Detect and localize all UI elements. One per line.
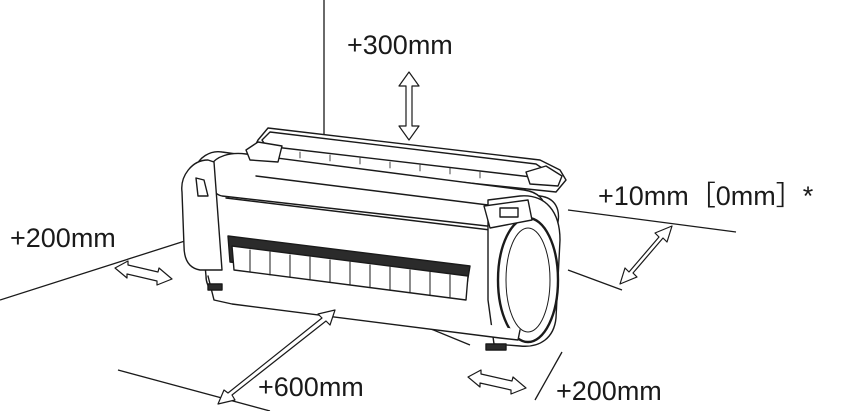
printer-right-round-panel	[496, 216, 560, 344]
printer-roll-holder-right	[525, 165, 563, 187]
arrow-left-icon	[114, 260, 173, 286]
printer-foot-left	[207, 283, 223, 291]
wall-line-right-lower	[567, 269, 623, 291]
printer-right-round-panel-inner	[505, 227, 551, 333]
printer-display	[499, 207, 519, 218]
printer-lower-body	[207, 275, 521, 341]
clearance-label-rear: +200mm	[556, 376, 662, 406]
clearance-label-top: +300mm	[347, 30, 453, 60]
floor-line-front	[117, 369, 271, 412]
printer-scale-marks	[299, 151, 481, 179]
dimension-arrows	[114, 71, 673, 405]
arrow-rear-icon	[467, 369, 527, 395]
printer-foot-right	[485, 343, 507, 351]
printer-lid-groove	[255, 175, 497, 207]
arrow-right-icon	[619, 225, 673, 285]
printer-basket-ribs	[249, 249, 451, 298]
clearance-label-right: +10mm［0mm］*	[598, 181, 814, 211]
clearance-label-front: +600mm	[258, 372, 364, 402]
wall-line-right-upper	[567, 209, 737, 233]
printer-illustration	[181, 127, 567, 351]
arrow-top-icon	[398, 71, 420, 141]
floor-line-left	[0, 239, 189, 301]
printer-roll-holder-left	[245, 141, 283, 163]
printer-left-cap	[181, 159, 223, 271]
printer-left-cap-inner	[195, 177, 209, 197]
arrow-front-icon	[217, 309, 336, 405]
clearance-label-left: +200mm	[10, 223, 116, 253]
floor-line-rear	[534, 351, 563, 401]
